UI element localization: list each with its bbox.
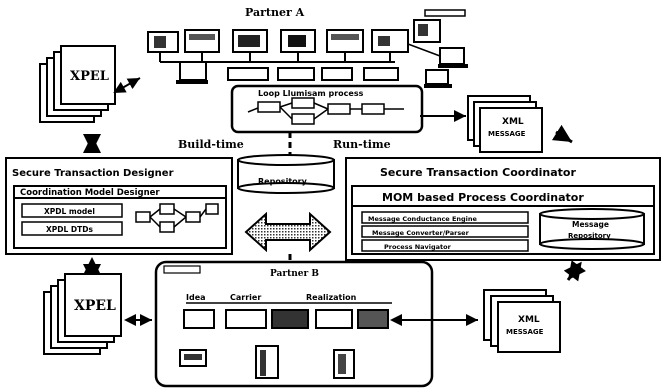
xml-message-line2: MESSAGE bbox=[506, 328, 544, 336]
loop-process-box: Loop Llumisam process bbox=[232, 86, 422, 132]
xml-message-line1: XML bbox=[502, 117, 524, 127]
xml-message-line2: MESSAGE bbox=[488, 130, 526, 138]
secure-transaction-designer: Secure Transaction Designer Coordination… bbox=[6, 158, 232, 254]
arrow bbox=[115, 78, 140, 92]
repository-label: Repository bbox=[258, 177, 308, 186]
node-box bbox=[364, 68, 398, 80]
coordinator-title: Secure Transaction Coordinator bbox=[380, 166, 576, 179]
step-box bbox=[272, 310, 308, 328]
partner-b-tag bbox=[164, 266, 200, 273]
repository-cylinder: Repository bbox=[238, 155, 334, 193]
secure-transaction-coordinator: Secure Transaction Coordinator MOM based… bbox=[346, 158, 660, 260]
laptop-icon bbox=[438, 48, 468, 68]
printer-icon bbox=[180, 350, 206, 366]
coordinator-subtitle: MOM based Process Coordinator bbox=[382, 191, 584, 204]
xpel-document-stack-top: XPEL bbox=[40, 46, 115, 122]
step-box bbox=[184, 310, 214, 328]
coordinator-item: Process Navigator bbox=[384, 243, 452, 251]
step-label: Carrier bbox=[230, 293, 261, 302]
xpel-document-stack-bottom: XPEL bbox=[44, 274, 121, 354]
designer-subtitle: Coordination Model Designer bbox=[20, 188, 160, 198]
station-icon bbox=[281, 30, 315, 52]
xml-message-stack-bottom: XML MESSAGE bbox=[484, 290, 560, 352]
step-box bbox=[316, 310, 352, 328]
station-icon bbox=[185, 30, 219, 52]
message-store-line1: Message bbox=[572, 220, 609, 229]
node-box bbox=[228, 68, 268, 80]
phone-icon bbox=[414, 20, 440, 42]
loop-label: Loop Llumisam process bbox=[258, 89, 364, 98]
partner-a-title: Partner A bbox=[245, 6, 305, 19]
xml-message-line1: XML bbox=[518, 315, 540, 325]
step-box bbox=[358, 310, 388, 328]
bidirectional-arrow bbox=[246, 214, 330, 250]
partner-b-title: Partner B bbox=[270, 269, 319, 279]
coordinator-item: Message Conductance Engine bbox=[368, 215, 478, 223]
top-right-tag bbox=[425, 10, 465, 16]
designer-item: XPDL DTDs bbox=[46, 225, 93, 234]
arrow bbox=[556, 132, 572, 142]
xpel-label: XPEL bbox=[70, 69, 109, 84]
tower-icon bbox=[334, 350, 354, 378]
arrow bbox=[568, 264, 580, 280]
message-repository-cylinder: Message Repository bbox=[540, 209, 644, 249]
step-box bbox=[226, 310, 266, 328]
station-icon bbox=[372, 30, 408, 52]
designer-title: Secure Transaction Designer bbox=[12, 168, 174, 179]
partner-b-box: Partner B Idea Carrier Realization bbox=[156, 262, 432, 386]
xml-message-stack-top: XML MESSAGE bbox=[468, 96, 542, 152]
coordinator-item: Message Converter/Parser bbox=[372, 229, 470, 237]
step-label: Idea bbox=[186, 293, 206, 302]
node-box bbox=[278, 68, 314, 80]
designer-item: XPDL model bbox=[44, 207, 95, 216]
station-icon bbox=[148, 32, 178, 52]
run-time-label: Run-time bbox=[333, 138, 391, 151]
laptop-icon bbox=[424, 70, 452, 88]
build-time-label: Build-time bbox=[178, 138, 244, 151]
building-icon bbox=[256, 346, 278, 378]
station-icon bbox=[233, 30, 267, 52]
server-icon bbox=[176, 62, 208, 84]
node-box bbox=[322, 68, 352, 80]
message-store-line2: Repository bbox=[568, 232, 611, 240]
xpel-label: XPEL bbox=[74, 298, 116, 314]
step-label: Realization bbox=[306, 293, 357, 302]
partner-a-stations bbox=[148, 10, 468, 88]
station-icon bbox=[327, 30, 363, 52]
